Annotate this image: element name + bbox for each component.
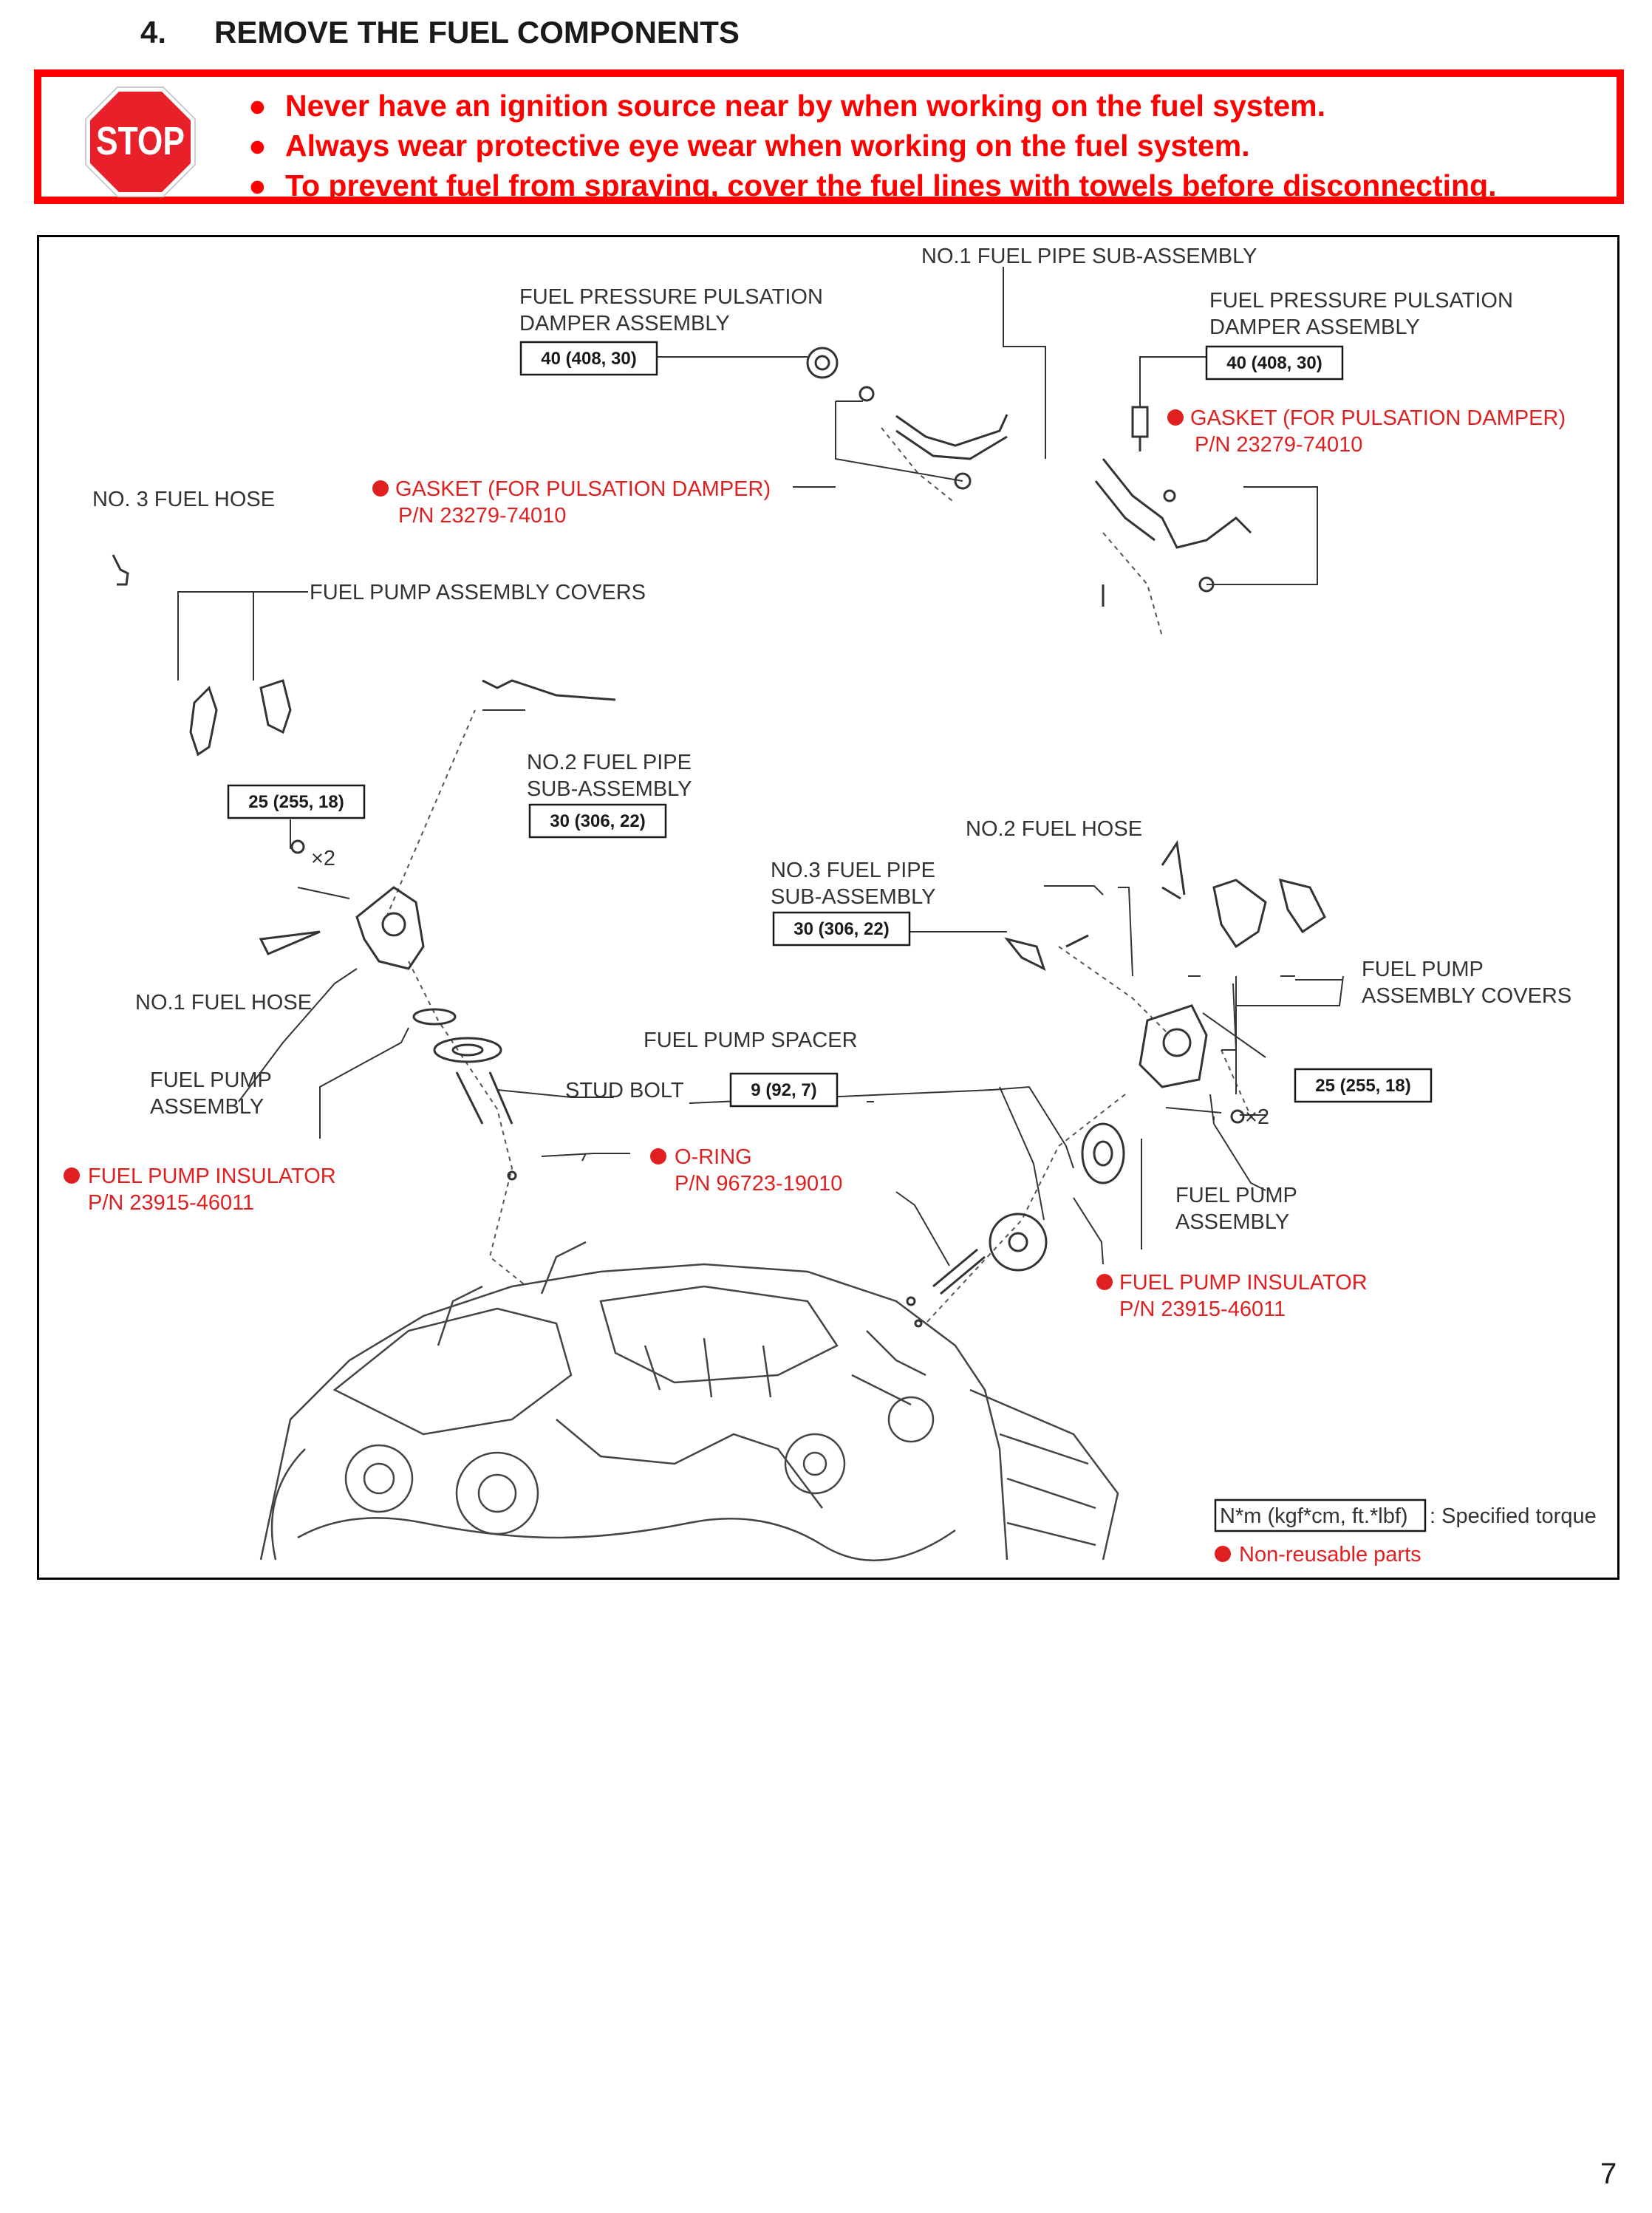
- label-pump-right-line2: ASSEMBLY: [1175, 1210, 1289, 1234]
- nonreusable-marker-insulator-right: [1096, 1274, 1113, 1290]
- label-insulator-right: FUEL PUMP INSULATOR: [1119, 1271, 1368, 1295]
- assembly-leader-dashes: [386, 427, 1252, 1324]
- label-covers-right-line1: FUEL PUMP: [1362, 958, 1484, 981]
- legend-nonreusable-text: Non-reusable parts: [1239, 1543, 1421, 1566]
- label-no1-fuel-pipe: NO.1 FUEL PIPE SUB-ASSEMBLY: [921, 245, 1257, 268]
- label-fuel-pump-spacer: FUEL PUMP SPACER: [644, 1029, 858, 1052]
- label-bolt-left-qty: ×2: [311, 847, 335, 870]
- nonreusable-marker-o-ring: [650, 1148, 666, 1165]
- label-insulator-right-pn: P/N 23915-46011: [1119, 1298, 1286, 1321]
- label-no3-fuel-hose: NO. 3 FUEL HOSE: [92, 488, 275, 511]
- label-stud-bolt: STUD BOLT: [565, 1079, 684, 1102]
- torque-box-no2-pipe: [528, 803, 667, 839]
- label-gasket-right: GASKET (FOR PULSATION DAMPER): [1190, 406, 1566, 430]
- label-pump-left-line2: ASSEMBLY: [150, 1095, 264, 1119]
- label-gasket-left-pn: P/N 23279-74010: [398, 504, 566, 528]
- page-number: 7: [1600, 2158, 1617, 2190]
- torque-box-bolt-right: [1294, 1068, 1433, 1103]
- torque-no2-pipe: 30 (306, 22): [550, 811, 645, 831]
- label-pump-right-line1: FUEL PUMP: [1175, 1184, 1297, 1207]
- warning-list: ●Never have an ignition source near by w…: [248, 86, 1497, 205]
- torque-box-damper-left: [519, 341, 658, 376]
- leader-lines: [177, 267, 1344, 1266]
- torque-bolt-right: 25 (255, 18): [1315, 1076, 1410, 1096]
- label-damper-right-line1: FUEL PRESSURE PULSATION: [1209, 289, 1513, 313]
- label-no2-fuel-pipe-line1: NO.2 FUEL PIPE: [527, 751, 692, 774]
- label-no3-fuel-pipe-line2: SUB-ASSEMBLY: [771, 885, 935, 909]
- torque-no3-pipe: 30 (306, 22): [793, 919, 889, 939]
- label-insulator-left: FUEL PUMP INSULATOR: [88, 1165, 336, 1188]
- torque-box-stud-bolt: [729, 1072, 839, 1108]
- warning-item: ●Never have an ignition source near by w…: [248, 89, 1326, 123]
- nonreusable-marker-insulator-left: [64, 1167, 80, 1184]
- torque-damper-left: 40 (408, 30): [541, 349, 636, 369]
- nonreusable-marker-gasket-right: [1167, 409, 1184, 426]
- diagram-canvas: NO.1 FUEL PIPE SUB-ASSEMBLY FUEL PRESSUR…: [64, 245, 1597, 1566]
- torque-stud-bolt: 9 (92, 7): [751, 1080, 816, 1100]
- torque-box-no3-pipe: [772, 911, 911, 947]
- label-covers-right-line2: ASSEMBLY COVERS: [1362, 984, 1571, 1008]
- label-bolt-right-qty: ×2: [1245, 1105, 1269, 1129]
- label-no3-fuel-pipe-line1: NO.3 FUEL PIPE: [771, 859, 935, 882]
- legend-torque-box: [1214, 1498, 1427, 1532]
- label-no2-fuel-pipe-line2: SUB-ASSEMBLY: [527, 777, 692, 801]
- warning-item: ●Always wear protective eye wear when wo…: [248, 129, 1250, 163]
- exploded-parts-diagram: NO.1 FUEL PIPE SUB-ASSEMBLY FUEL PRESSUR…: [37, 235, 1619, 1580]
- safety-warning-box: STOP ●Never have an ignition source near…: [34, 69, 1624, 204]
- label-o-ring-pn: P/N 96723-19010: [675, 1172, 842, 1196]
- label-damper-left-line1: FUEL PRESSURE PULSATION: [519, 285, 823, 309]
- label-covers-top: FUEL PUMP ASSEMBLY COVERS: [310, 581, 646, 604]
- legend-torque-unit: N*m (kgf*cm, ft.*lbf): [1220, 1504, 1408, 1528]
- label-gasket-left: GASKET (FOR PULSATION DAMPER): [395, 477, 771, 501]
- nonreusable-marker-gasket-left: [372, 480, 389, 497]
- torque-box-damper-right: [1205, 345, 1344, 381]
- legend-torque-desc: : Specified torque: [1430, 1504, 1597, 1528]
- section-title: REMOVE THE FUEL COMPONENTS: [214, 15, 740, 50]
- label-gasket-right-pn: P/N 23279-74010: [1195, 433, 1362, 457]
- label-no2-fuel-hose: NO.2 FUEL HOSE: [966, 817, 1142, 841]
- torque-damper-right: 40 (408, 30): [1226, 353, 1322, 373]
- legend-nonreusable-marker: [1215, 1546, 1231, 1562]
- torque-box-bolt-left: [227, 784, 366, 819]
- stop-sign-text: STOP: [96, 119, 185, 163]
- label-no1-fuel-hose: NO.1 FUEL HOSE: [135, 991, 312, 1015]
- stop-sign-icon: STOP: [85, 86, 196, 197]
- label-o-ring: O-RING: [675, 1145, 752, 1169]
- section-number: 4.: [140, 15, 167, 50]
- label-pump-left-line1: FUEL PUMP: [150, 1068, 272, 1092]
- label-damper-left-line2: DAMPER ASSEMBLY: [519, 312, 730, 335]
- warning-item: ●To prevent fuel from spraying, cover th…: [248, 168, 1497, 202]
- engine-illustration: [259, 1241, 1119, 1562]
- label-damper-right-line2: DAMPER ASSEMBLY: [1209, 316, 1420, 339]
- label-insulator-left-pn: P/N 23915-46011: [88, 1191, 254, 1215]
- torque-bolt-left: 25 (255, 18): [248, 792, 344, 812]
- section-heading: 4. REMOVE THE FUEL COMPONENTS: [140, 15, 740, 50]
